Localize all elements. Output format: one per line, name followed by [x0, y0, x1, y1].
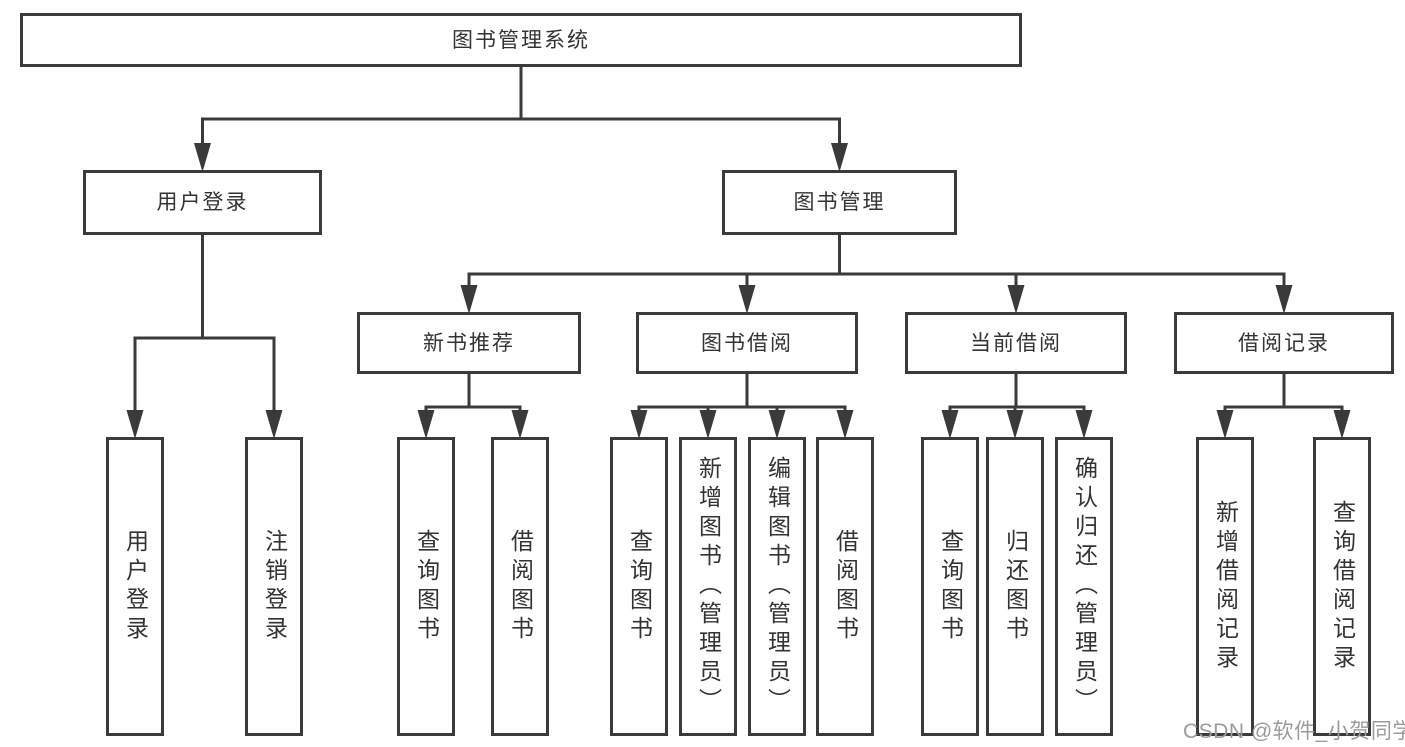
node-label-query-books-borrow: 查询图书	[626, 528, 653, 645]
node-current-borrow: 当前借阅	[905, 312, 1127, 374]
node-label-login: 用户登录	[122, 528, 149, 645]
node-label-query-books-current: 查询图书	[937, 528, 964, 645]
node-label-return-books: 归还图书	[1002, 528, 1029, 645]
node-label-query-books-new: 查询图书	[413, 528, 440, 645]
node-root: 图书管理系统	[20, 13, 1022, 67]
node-logout: 注销登录	[245, 437, 303, 736]
node-label-confirm-return: 确认归还（管理员）	[1071, 456, 1098, 717]
node-label-logout: 注销登录	[261, 528, 288, 645]
node-borrow-books: 借阅图书	[816, 437, 874, 736]
node-borrow-books-new: 借阅图书	[491, 437, 549, 736]
node-confirm-return: 确认归还（管理员）	[1055, 437, 1113, 736]
node-label-book-borrow: 图书借阅	[701, 331, 793, 355]
node-user-login: 用户登录	[83, 170, 322, 235]
node-new-books: 新书推荐	[357, 312, 581, 374]
node-label-current-borrow: 当前借阅	[970, 331, 1062, 355]
node-label-borrow-books-new: 借阅图书	[507, 528, 534, 645]
node-label-edit-books: 编辑图书（管理员）	[764, 456, 791, 717]
node-label-new-books: 新书推荐	[423, 331, 515, 355]
node-label-borrow-records: 借阅记录	[1238, 331, 1330, 355]
node-login: 用户登录	[106, 437, 164, 736]
node-label-borrow-books: 借阅图书	[832, 528, 859, 645]
node-edit-books: 编辑图书（管理员）	[748, 437, 806, 736]
node-query-books-new: 查询图书	[397, 437, 455, 736]
node-label-book-mgmt: 图书管理	[793, 191, 886, 214]
csdn-watermark: CSDN @软件_小贺同学	[1183, 720, 1405, 743]
node-label-root: 图书管理系统	[452, 28, 590, 52]
node-label-user-login: 用户登录	[156, 191, 249, 214]
node-query-books-borrow: 查询图书	[610, 437, 668, 736]
node-label-query-borrow-record: 查询借阅记录	[1329, 499, 1356, 674]
node-borrow-records: 借阅记录	[1174, 312, 1394, 374]
node-add-borrow-record: 新增借阅记录	[1196, 437, 1254, 736]
node-query-books-current: 查询图书	[921, 437, 979, 736]
node-return-books: 归还图书	[986, 437, 1044, 736]
node-book-borrow: 图书借阅	[636, 312, 858, 374]
node-label-add-borrow-record: 新增借阅记录	[1212, 499, 1239, 674]
node-book-mgmt: 图书管理	[722, 170, 957, 235]
node-query-borrow-record: 查询借阅记录	[1313, 437, 1371, 736]
node-add-books: 新增图书（管理员）	[679, 437, 737, 736]
node-label-add-books: 新增图书（管理员）	[695, 456, 722, 717]
